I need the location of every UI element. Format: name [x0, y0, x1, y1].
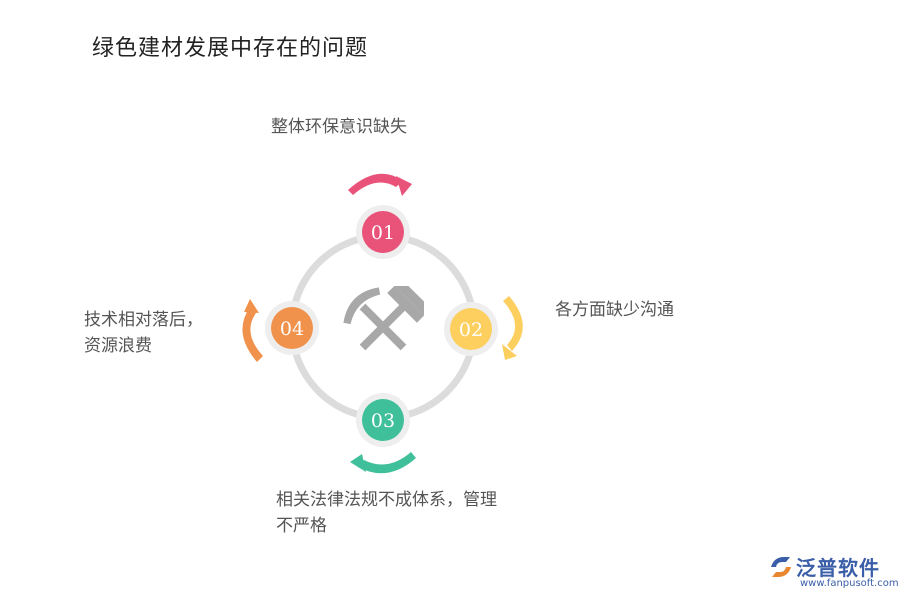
svg-text:02: 02: [459, 319, 483, 341]
label-02-line-1: 各方面缺少沟通: [555, 300, 674, 320]
arrow-right-icon: [502, 296, 523, 360]
label-04: 技术相对落后， 资源浪费: [84, 307, 203, 359]
svg-text:01: 01: [371, 222, 395, 244]
label-04-line-1: 技术相对落后，: [84, 310, 203, 330]
node-04: 04: [265, 301, 319, 355]
svg-text:04: 04: [280, 318, 304, 340]
label-03-line-2: 不严格: [276, 516, 327, 536]
arrow-top-icon: [348, 173, 412, 196]
arrow-bottom-icon: [350, 452, 416, 474]
arrow-left-icon: [242, 299, 263, 362]
svg-text:03: 03: [371, 410, 395, 432]
brand-logo: 泛普软件 www.fanpusoft.com: [768, 550, 899, 596]
label-03-line-1: 相关法律法规不成体系，管理: [276, 490, 497, 510]
page-title: 绿色建材发展中存在的问题: [92, 36, 369, 61]
label-04-line-2: 资源浪费: [84, 336, 152, 356]
logo-url: www.fanpusoft.com: [800, 578, 899, 589]
hammer-pick-icon: [343, 285, 425, 351]
logo-name: 泛普软件: [796, 556, 880, 580]
label-02: 各方面缺少沟通: [555, 297, 674, 323]
label-03: 相关法律法规不成体系，管理 不严格: [276, 487, 497, 539]
node-01: 01: [356, 205, 410, 259]
label-01-line-1: 整体环保意识缺失: [271, 117, 407, 137]
label-01: 整体环保意识缺失: [271, 114, 407, 140]
logo-mark-icon: [771, 557, 791, 577]
node-02: 02: [444, 302, 498, 356]
node-03: 03: [356, 393, 410, 447]
